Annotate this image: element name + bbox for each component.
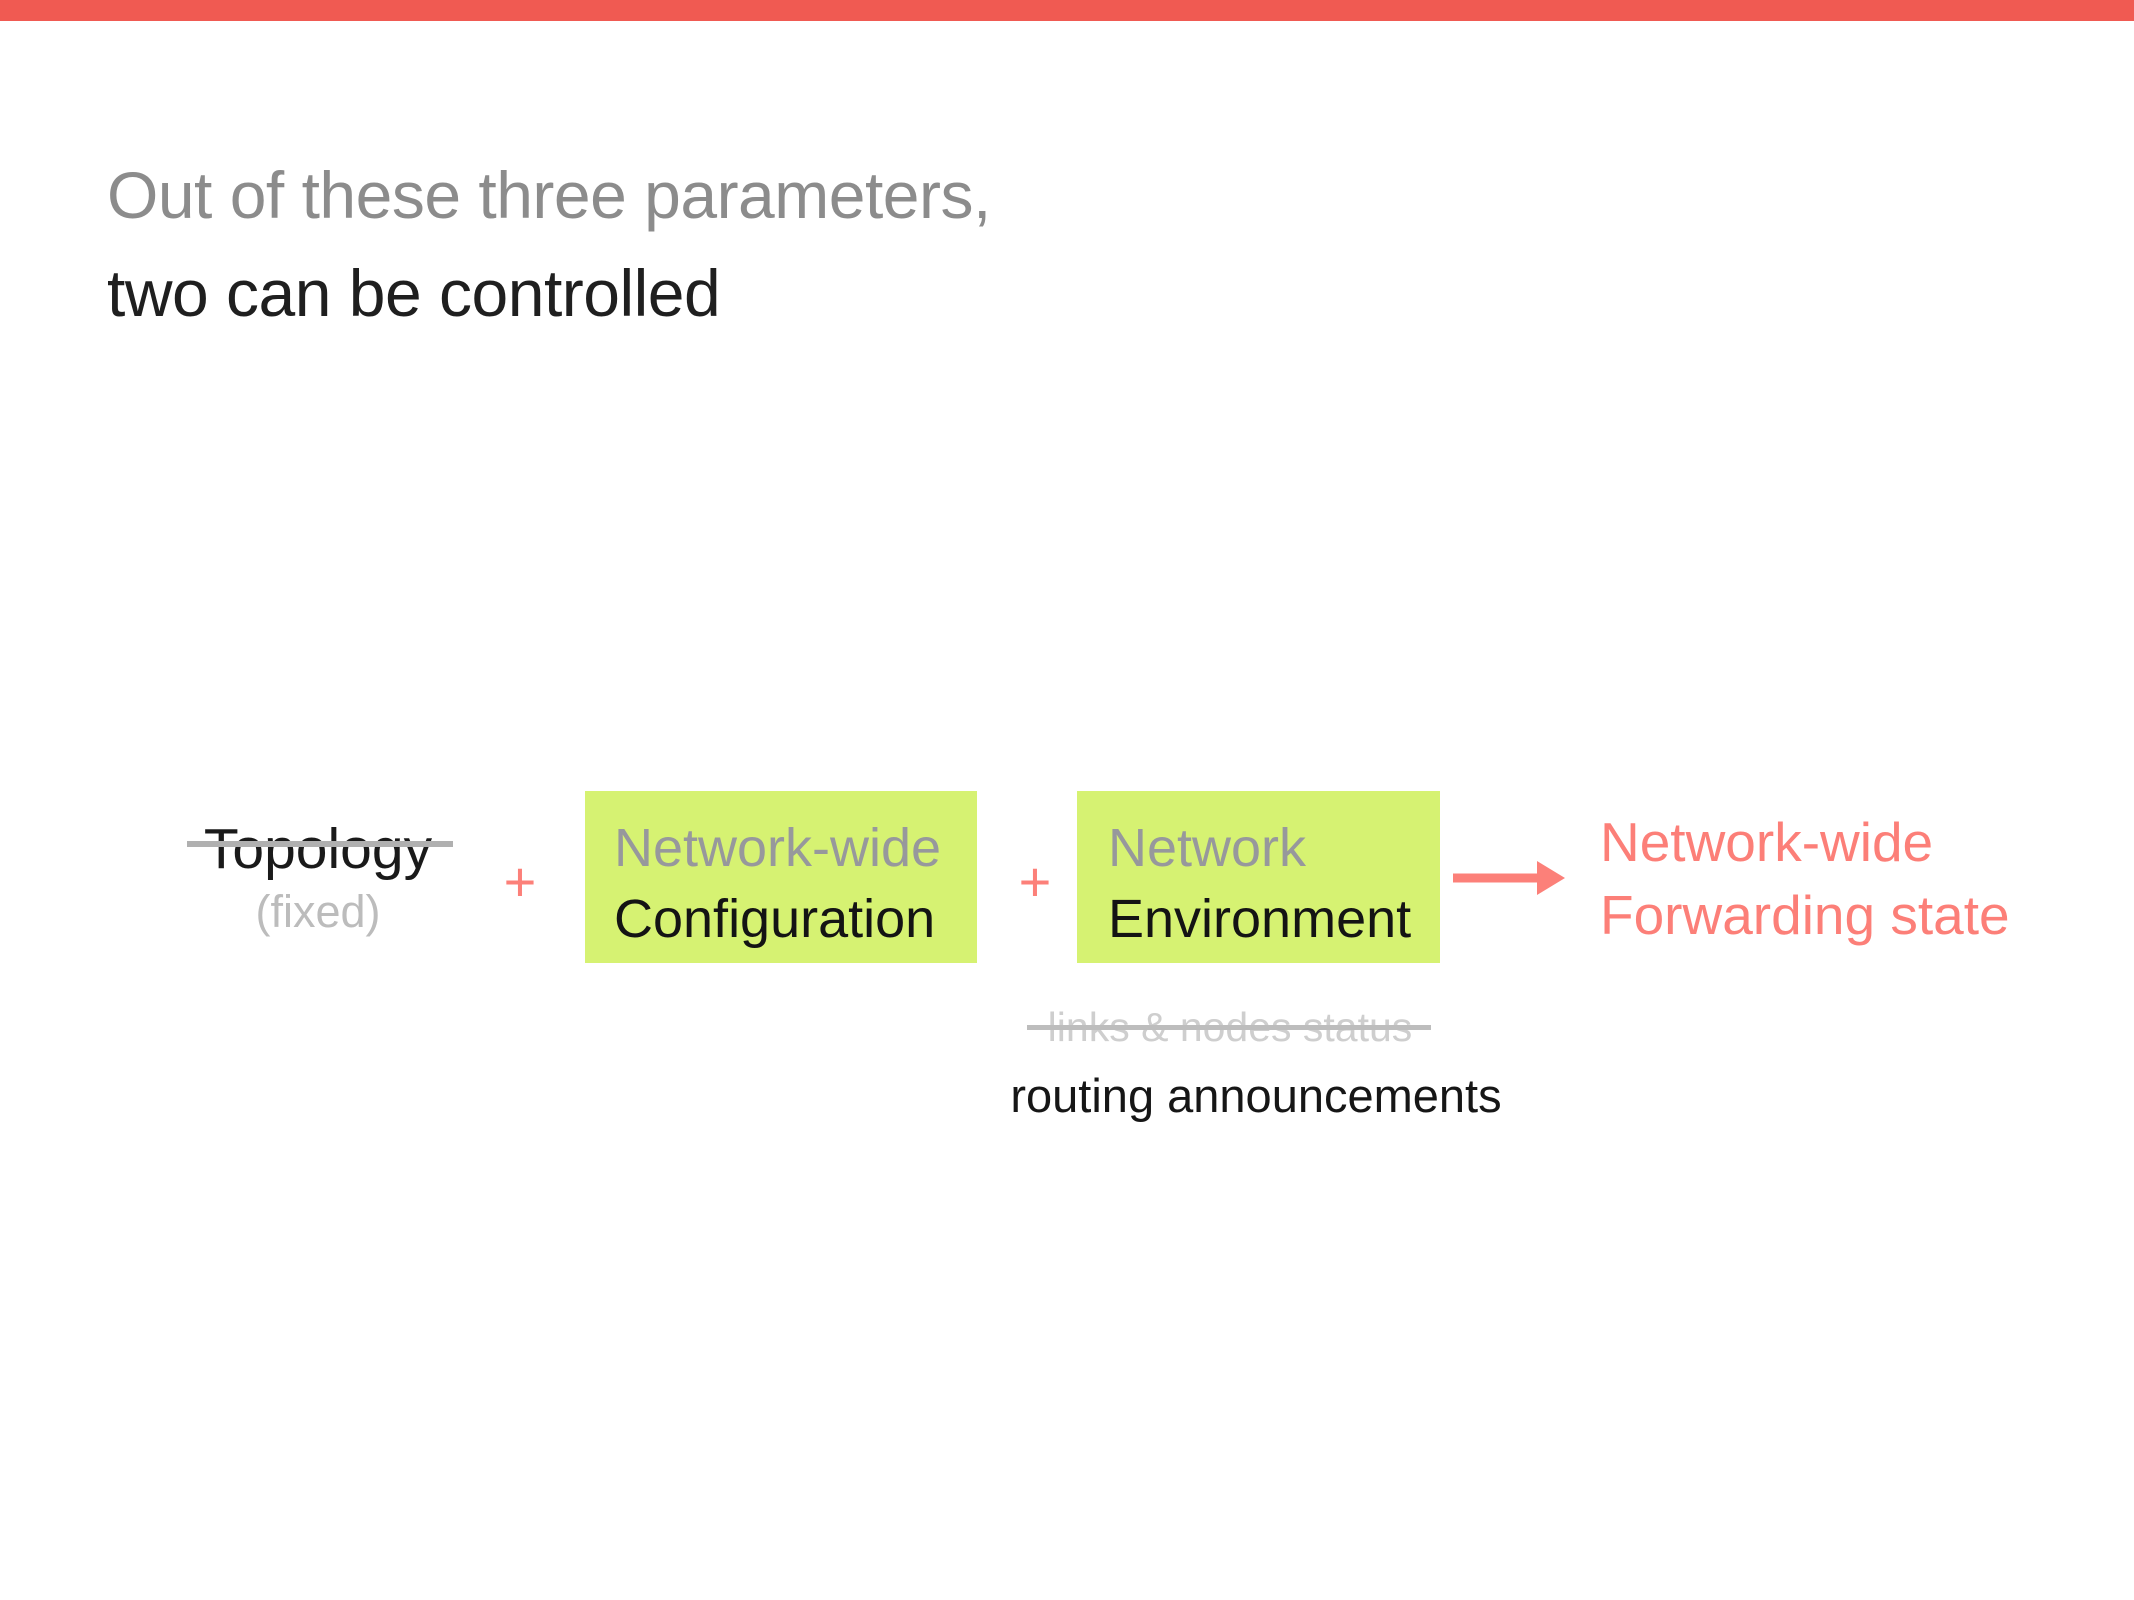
plus-operator-2: + xyxy=(1018,849,1052,913)
topology-term: Topology xyxy=(150,816,486,882)
plus-operator-1: + xyxy=(503,849,537,913)
topology-fixed-note: (fixed) xyxy=(255,886,381,937)
title-line-muted: Out of these three parameters, xyxy=(107,158,991,232)
forwarding-state-result: Network-wide Forwarding state xyxy=(1600,806,2010,952)
environment-box: Network Environment xyxy=(1077,791,1440,963)
routing-announcements-label: routing announcements xyxy=(1010,1069,1502,1122)
topology-label: Topology xyxy=(203,817,433,881)
environment-box-line1: Network xyxy=(1108,818,1307,878)
result-line2: Forwarding state xyxy=(1600,884,2010,946)
slide-title: Out of these three parameters, two can b… xyxy=(107,158,991,330)
title-line-emphasis: two can be controlled xyxy=(107,256,721,330)
topology-strikethrough-line xyxy=(187,841,453,847)
result-line1: Network-wide xyxy=(1600,811,1934,873)
configuration-box-line1: Network-wide xyxy=(614,818,942,878)
configuration-box: Network-wide Configuration xyxy=(585,791,977,963)
arrow-right-icon xyxy=(1453,861,1565,895)
progress-bar xyxy=(0,0,2134,21)
environment-strike-line xyxy=(1027,1025,1431,1030)
environment-box-line2: Environment xyxy=(1108,889,1412,949)
configuration-box-line2: Configuration xyxy=(614,889,936,949)
